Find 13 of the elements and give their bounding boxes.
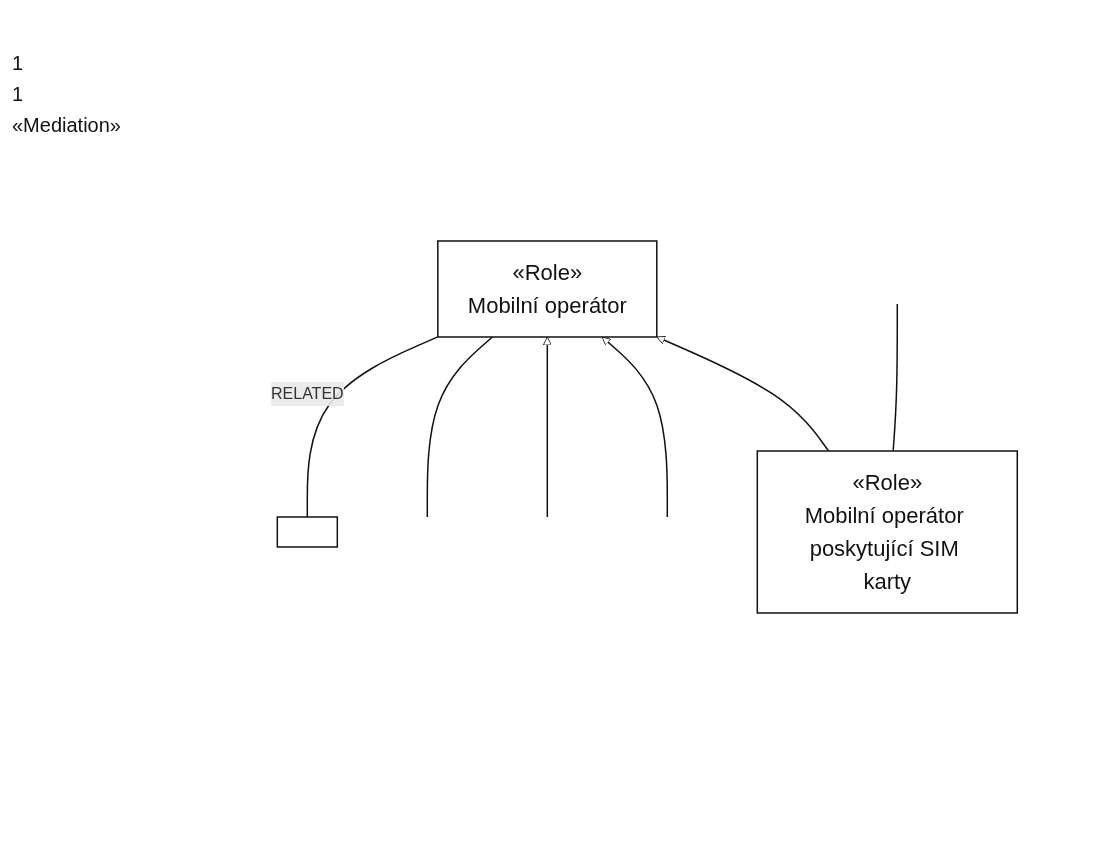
arrow [656,336,830,452]
edge-label: RELATED [271,384,344,402]
connector [892,303,899,452]
multiplicity-label: «Mediation» [12,114,122,137]
node-box: «Role» Mobilní operátor [437,240,658,338]
multiplicity-label: 1 [12,52,25,75]
arrow [543,336,553,518]
connector [306,336,439,518]
arrow [602,336,669,518]
connector [426,336,494,518]
multiplicity-label: 1 [12,83,25,106]
node-box: «Role» Mobilní operátor poskytující SIM karty [756,450,1019,614]
node-box [276,516,339,548]
